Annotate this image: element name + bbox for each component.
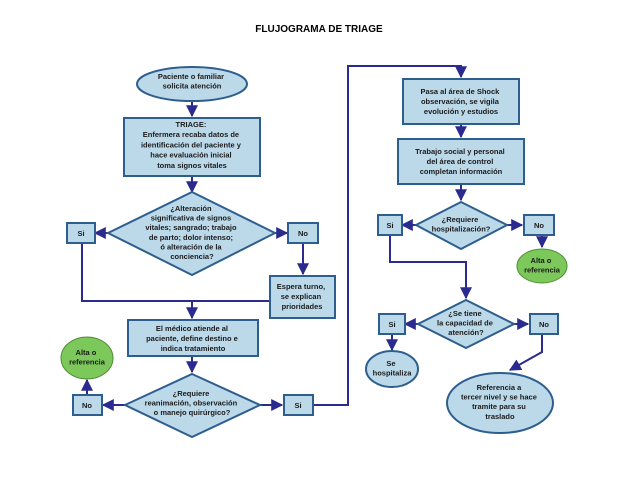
node-discharge-right-line: referencia [524, 266, 561, 275]
svg-text:¿Se tiene la capacidad d: ¿Se tiene la capacidad de atención? [437, 309, 495, 337]
node-doctor: El médico atiende al paciente, define de… [127, 319, 259, 357]
node-si-3-label: Si [386, 221, 393, 230]
node-no-4-label: No [539, 320, 549, 329]
node-start-line: solicita atención [163, 82, 222, 91]
node-no-1: No [287, 222, 319, 244]
node-triage-line: hace evaluación inicial [150, 151, 231, 160]
node-social-line: del área de control [427, 157, 494, 166]
node-discharge-right-line: Alta o [531, 256, 552, 265]
node-hospitalization-line: ¿Requiere [442, 215, 479, 224]
node-start-line: Paciente o familiar [158, 72, 224, 81]
node-reanimation-line: reanimación, observación [145, 399, 238, 408]
node-referral-line: traslado [485, 412, 515, 421]
node-si-3: Si [377, 214, 403, 236]
node-social-line: completan información [420, 167, 503, 176]
arrow-no-to-referral [508, 335, 543, 371]
node-alteration-line: de parto; dolor intenso; [149, 233, 233, 242]
node-social: Trabajo social y personal del área de co… [397, 138, 525, 185]
node-capacity-line: ¿Se tiene [448, 309, 481, 318]
node-si-2: Si [283, 394, 314, 416]
svg-text:El médico atiende al pac: El médico atiende al paciente, define de… [146, 324, 240, 353]
node-wait: Espera turno, se explican prioridades [269, 275, 336, 319]
node-start: Paciente o familiar solicita atención [136, 66, 248, 102]
node-reanimation-line: o manejo quirúrgico? [154, 408, 231, 417]
node-reanimation-line: ¿Requiere [173, 389, 210, 398]
node-wait-line: prioridades [282, 302, 323, 311]
node-alteration-line: vitales; sangrado; trabajo [145, 223, 237, 232]
node-shock-line: Pasa al área de Shock [421, 87, 501, 96]
node-triage-line: toma signos vitales [157, 161, 227, 170]
svg-text:TRIAGE: Enfermera recaba: TRIAGE: Enfermera recaba datos de identi… [141, 120, 243, 170]
svg-text:Pasa al área de Shock ob: Pasa al área de Shock observación, se vi… [421, 87, 502, 116]
node-triage-line: Enfermera recaba datos de [143, 130, 239, 139]
svg-text:Paciente o familiar soli: Paciente o familiar solicita atención [158, 72, 226, 91]
node-capacity-line: la capacidad de [437, 319, 493, 328]
node-hospitalization: ¿Requiere hospitalización? [413, 200, 510, 251]
node-referral-line: tramite para su [472, 402, 526, 411]
svg-text:Se hospitaliza: Se hospitaliza [373, 359, 413, 378]
node-hospitalization-line: hospitalización? [432, 225, 491, 234]
node-alteration-line: ó alteración de la [160, 242, 222, 251]
node-alteration-line: ¿Alteración [170, 204, 212, 213]
connectors [81, 65, 548, 411]
node-si-2-label: Si [294, 401, 301, 410]
node-hospitalize-line: Se [386, 359, 395, 368]
node-capacity: ¿Se tiene la capacidad de atención? [415, 298, 517, 350]
node-shock-line: observación, se vigila [421, 97, 500, 106]
node-alteration-line: significativa de signos [151, 214, 231, 223]
svg-text:¿Requiere reanimación, o: ¿Requiere reanimación, observación o man… [145, 389, 240, 417]
node-doctor-line: paciente, define destino e [146, 334, 238, 343]
svg-text:¿Requiere hospitalizació: ¿Requiere hospitalización? [432, 215, 491, 234]
node-no-2: No [72, 394, 103, 416]
node-no-1-label: No [298, 229, 308, 238]
node-alteration: ¿Alteración significativa de signos vita… [105, 190, 278, 277]
node-discharge-left: Alta o referencia [60, 336, 114, 380]
svg-text:Alta o referencia: Alta o referencia [69, 348, 106, 367]
node-hospitalize: Se hospitaliza [365, 350, 419, 388]
node-referral: Referencia a tercer nivel y se hace tram… [446, 372, 554, 434]
node-shock: Pasa al área de Shock observación, se vi… [402, 78, 520, 125]
node-si-4-label: Si [388, 320, 395, 329]
node-no-4: No [529, 313, 559, 335]
svg-text:Referencia a tercer nive: Referencia a tercer nivel y se hace tram… [461, 383, 539, 421]
node-discharge-left-line: referencia [69, 358, 106, 367]
node-shock-line: evolución y estudios [424, 107, 498, 116]
node-no-2-label: No [82, 401, 92, 410]
node-si-4: Si [378, 313, 406, 335]
node-no-3: No [523, 214, 555, 236]
svg-text:¿Alteración significativ: ¿Alteración significativa de signos vita… [145, 204, 238, 261]
node-hospitalize-line: hospitaliza [373, 369, 413, 378]
node-wait-line: Espera turno, [277, 282, 325, 291]
node-no-3-label: No [534, 221, 544, 230]
node-triage-line: TRIAGE: [176, 120, 207, 129]
node-discharge-left-line: Alta o [76, 348, 97, 357]
svg-text:Alta o referencia: Alta o referencia [524, 256, 561, 275]
node-si-1-label: Si [77, 229, 84, 238]
node-alteration-line: conciencia? [170, 252, 214, 261]
line-si-to-doctor [81, 243, 192, 302]
node-triage-line: identificación del paciente y [141, 140, 242, 149]
node-reanimation: ¿Requiere reanimación, observación o man… [122, 372, 263, 439]
node-referral-line: tercer nivel y se hace [461, 393, 537, 402]
node-capacity-line: atención? [448, 328, 484, 337]
node-discharge-right: Alta o referencia [516, 248, 568, 284]
node-si-1: Si [66, 222, 96, 244]
node-doctor-line: El médico atiende al [156, 324, 228, 333]
node-triage: TRIAGE: Enfermera recaba datos de identi… [123, 117, 261, 177]
arrow-si-to-shock [313, 65, 467, 406]
node-social-line: Trabajo social y personal [415, 147, 505, 156]
arrow-si-to-capacity [389, 236, 472, 300]
node-wait-line: se explican [281, 292, 322, 301]
node-referral-line: Referencia a [477, 383, 522, 392]
node-doctor-line: indica tratamiento [161, 344, 226, 353]
svg-text:Trabajo social y personal: Trabajo social y personal del área de co… [415, 147, 507, 176]
arrow-wait-to-doctor [186, 300, 269, 320]
svg-text:Espera turno, se explic: Espera turno, se explican prioridades [277, 282, 327, 311]
page-title: FLUJOGRAMA DE TRIAGE [255, 24, 383, 35]
